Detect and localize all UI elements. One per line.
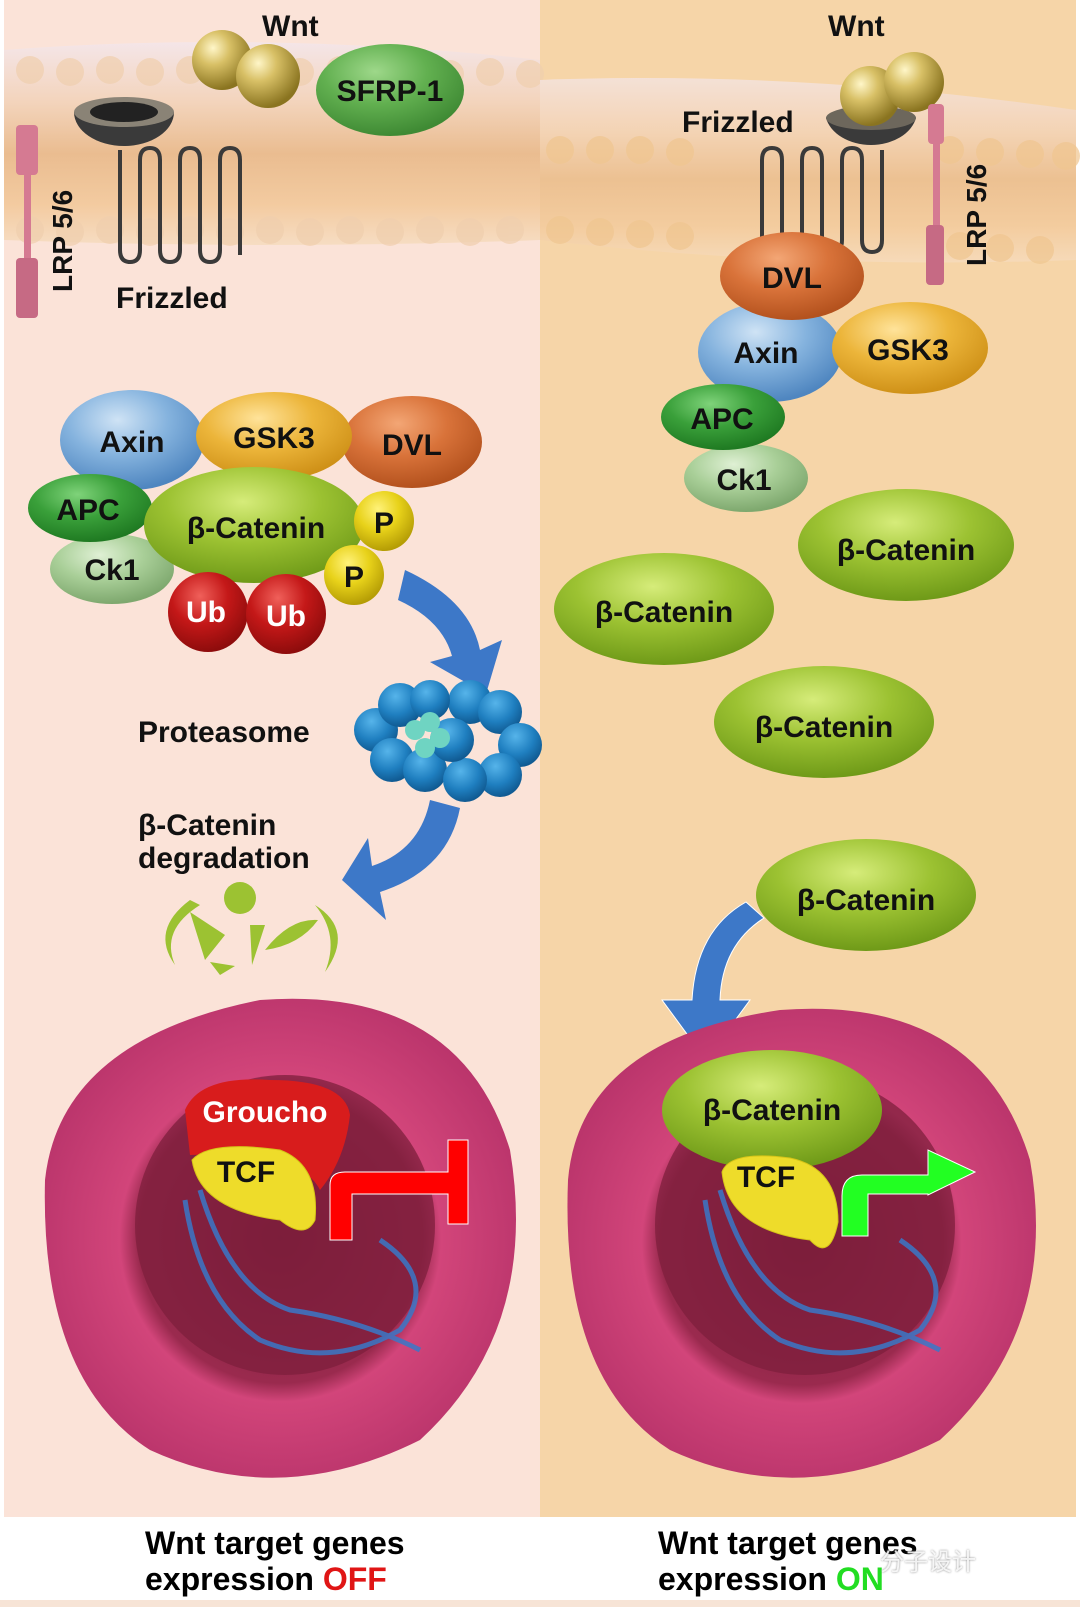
free-beta-catenin-4: β-Catenin [756,839,976,951]
free-beta-catenin-3: β-Catenin [714,666,934,778]
svg-text:P: P [374,507,394,540]
caption-left-line1: Wnt target genes [145,1525,405,1561]
expression-state-off: OFF [322,1561,387,1597]
bottom-strip [0,1600,1080,1607]
proteasome-icon [354,680,542,802]
caption-right: Wnt target genes expression ON [658,1525,918,1597]
caption-left: Wnt target genes expression OFF [145,1525,405,1597]
sfrp1-label: SFRP-1 [337,75,444,108]
groucho-protein: Groucho [185,1079,350,1190]
svg-text:Ub: Ub [266,600,306,633]
degraded-beta-catenin-fragments [165,882,338,975]
dna-helix-right [702,1189,942,1356]
svg-text:Axin: Axin [99,426,164,459]
svg-text:Ck1: Ck1 [716,464,771,497]
phosphate-group-1: P [354,491,414,551]
destruction-complex: Axin DVL GSK3 Ck1 APC β-Catenin P P Ub U… [28,390,482,654]
gsk3-protein-left: GSK3 [196,392,352,480]
svg-text:TCF: TCF [737,1161,795,1194]
svg-text:β-Catenin: β-Catenin [187,512,325,545]
svg-text:Axin: Axin [733,337,798,370]
activation-arrow [841,1149,977,1237]
svg-text:DVL: DVL [762,262,822,295]
svg-text:GSK3: GSK3 [233,422,315,455]
svg-text:TCF: TCF [217,1156,275,1189]
wnt-ligand-right [840,52,944,126]
expression-state-on: ON [835,1561,884,1597]
svg-text:β-Catenin: β-Catenin [703,1094,841,1127]
wnt-label-right: Wnt [828,10,885,43]
svg-text:Ub: Ub [186,596,226,629]
beta-catenin-bound: β-Catenin [144,467,364,583]
ck1-protein-left: Ck1 [50,534,174,604]
apc-protein-right: APC [661,384,785,450]
watermark: 分子设计 [880,1548,976,1576]
frizzled-label-right: Frizzled [682,106,794,139]
proteasome-label: Proteasome [138,716,310,749]
ubiquitin-1: Ub [168,572,248,652]
svg-text:DVL: DVL [382,429,442,462]
arrow-to-degradation [342,800,460,920]
lrp-receptor-right [926,104,944,285]
svg-text:APC: APC [690,403,753,436]
degradation-label: β-Catenin degradation [138,809,310,875]
caption-left-line2: expression OFF [145,1561,387,1597]
lrp-label-right: LRP 5/6 [961,164,992,266]
svg-text:Groucho: Groucho [203,1096,328,1129]
free-beta-catenin-2: β-Catenin [554,553,774,665]
svg-text:P: P [344,561,364,594]
caption-right-line2: expression ON [658,1561,884,1597]
beta-catenin-nuclear: β-Catenin [662,1050,882,1170]
lrp-label-left: LRP 5/6 [47,190,78,292]
axin-protein-right: Axin [698,302,842,402]
ubiquitin-2: Ub [246,574,326,654]
svg-text:β-Catenin: β-Catenin [595,596,733,629]
lrp-receptor-left [16,125,38,318]
dna-helix-left [182,1189,422,1356]
svg-text:Ck1: Ck1 [84,554,139,587]
ck1-protein-right: Ck1 [684,444,808,512]
frizzled-label-left: Frizzled [116,282,228,315]
arrow-to-proteasome [398,570,502,694]
svg-text:β-Catenin: β-Catenin [755,711,893,744]
svg-text:β-Catenin: β-Catenin [837,534,975,567]
svg-text:β-Catenin: β-Catenin [797,884,935,917]
caption-right-line1: Wnt target genes [658,1525,918,1561]
sfrp1-protein: SFRP-1 [316,44,464,136]
axin-protein-left: Axin [60,390,204,490]
wnt-ligand-left [192,30,300,108]
phosphate-group-2: P [324,545,384,605]
tcf-protein-right: TCF [721,1155,839,1249]
tcf-protein-left: TCF [191,1146,317,1231]
wnt-label-left: Wnt [262,10,319,43]
membrane-complex-right: Axin DVL GSK3 Ck1 APC [661,232,988,512]
repression-symbol [329,1139,469,1241]
free-beta-catenin-1: β-Catenin [798,489,1014,601]
arrow-into-nucleus [661,901,765,1061]
frizzled-receptor-left [74,97,242,265]
apc-protein-left: APC [28,474,152,542]
dvl-protein-left: DVL [342,396,482,488]
svg-text:APC: APC [56,494,119,527]
svg-text:GSK3: GSK3 [867,334,949,367]
nucleus-left [44,998,517,1478]
gsk3-protein-right: GSK3 [832,302,988,394]
dvl-protein-right: DVL [720,232,864,320]
